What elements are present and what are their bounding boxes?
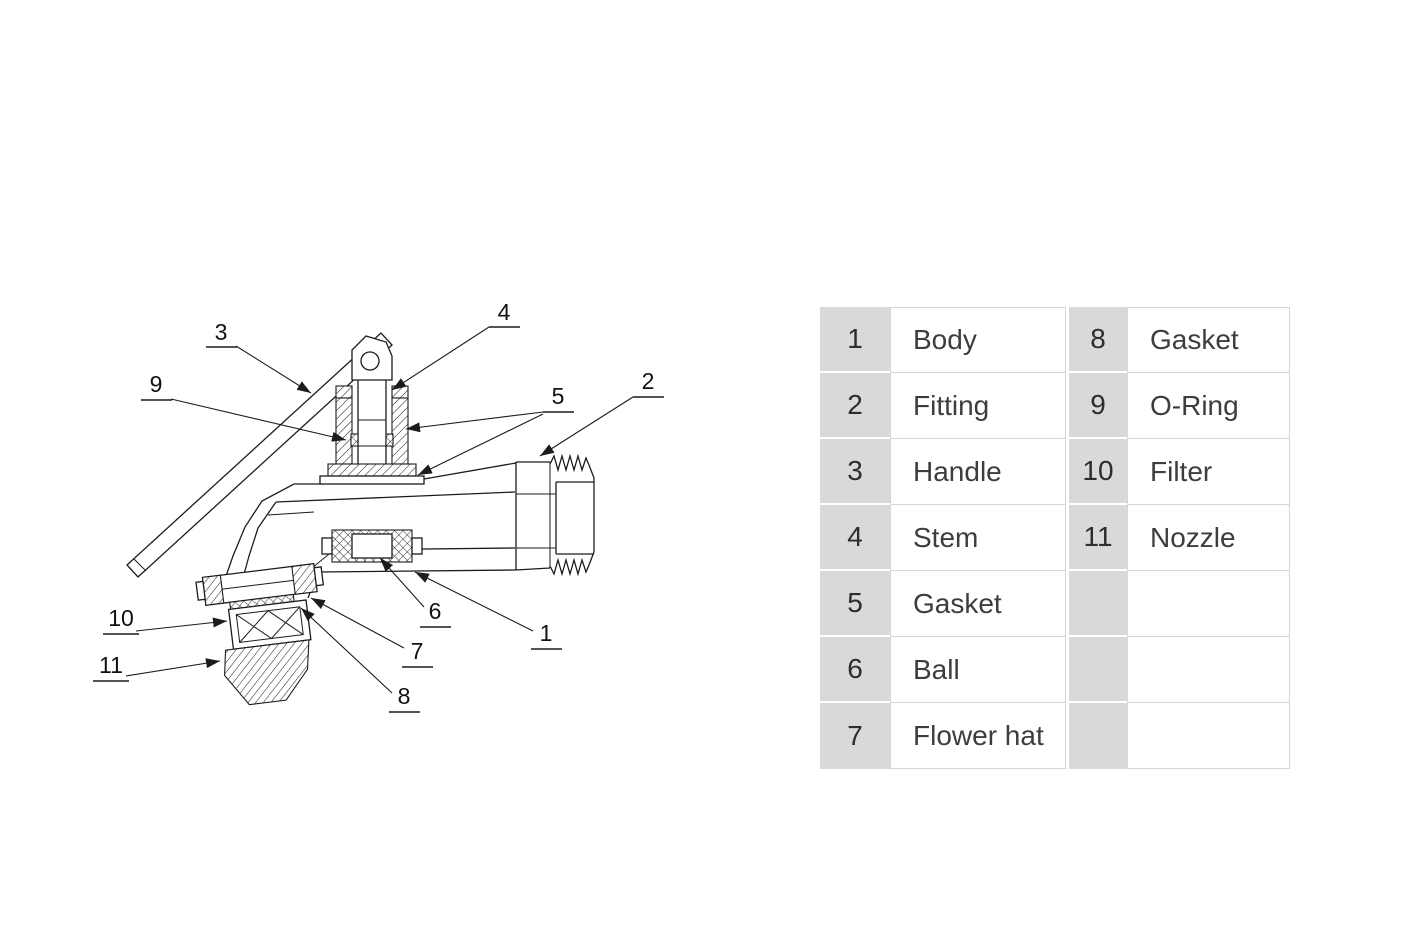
part-label-cell	[1127, 637, 1290, 703]
bonnet-seals-part	[319, 385, 425, 485]
table-row: 6 Ball	[820, 637, 1066, 703]
outlet-assembly	[195, 563, 325, 706]
table-row	[1069, 571, 1290, 637]
table-row	[1069, 703, 1290, 769]
table-row	[1069, 637, 1290, 703]
part-label-cell: O-Ring	[1127, 373, 1290, 439]
stem-part	[351, 335, 393, 467]
callout-6: 6	[429, 598, 442, 624]
parts-table-right: 8 Gasket 9 O-Ring 10 Filter 11 Nozzle	[1069, 307, 1290, 769]
table-row: 7 Flower hat	[820, 703, 1066, 769]
part-label-cell: Flower hat	[890, 703, 1066, 769]
part-number-cell: 7	[820, 703, 890, 769]
parts-table: 1 Body 2 Fitting 3 Handle 4 Stem 5 Gaske…	[820, 307, 1290, 769]
filter-mesh	[235, 606, 304, 643]
part-number-cell	[1069, 703, 1127, 769]
part-number-cell: 2	[820, 373, 890, 439]
part-number-cell: 11	[1069, 505, 1127, 571]
part-number-cell: 9	[1069, 373, 1127, 439]
part-number-cell: 5	[820, 571, 890, 637]
part-number-cell: 4	[820, 505, 890, 571]
part-label-cell	[1127, 571, 1290, 637]
callout-11: 11	[99, 652, 123, 678]
part-label-cell: Ball	[890, 637, 1066, 703]
part-label-cell: Filter	[1127, 439, 1290, 505]
part-number-cell: 3	[820, 439, 890, 505]
part-label-cell: Nozzle	[1127, 505, 1290, 571]
part-number-cell: 10	[1069, 439, 1127, 505]
callout-3: 3	[215, 319, 228, 345]
part-label-cell	[1127, 703, 1290, 769]
fitting-part	[515, 453, 595, 577]
callout-4: 4	[498, 299, 511, 325]
part-label-cell: Fitting	[890, 373, 1066, 439]
part-label-cell: Gasket	[890, 571, 1066, 637]
table-row: 1 Body	[820, 307, 1066, 373]
table-row: 5 Gasket	[820, 571, 1066, 637]
callout-8: 8	[398, 683, 411, 709]
table-row: 2 Fitting	[820, 373, 1066, 439]
part-number-cell: 8	[1069, 307, 1127, 373]
ball-part	[321, 529, 423, 563]
part-number-cell: 1	[820, 307, 890, 373]
part-number-cell	[1069, 637, 1127, 703]
callout-10: 10	[108, 605, 134, 631]
part-label-cell: Gasket	[1127, 307, 1290, 373]
table-row: 10 Filter	[1069, 439, 1290, 505]
o-ring-left	[350, 433, 359, 447]
o-ring-right	[385, 433, 394, 447]
part-number-cell: 6	[820, 637, 890, 703]
table-row: 11 Nozzle	[1069, 505, 1290, 571]
callout-7: 7	[411, 638, 424, 664]
part-label-cell: Handle	[890, 439, 1066, 505]
nozzle-part	[224, 639, 310, 706]
callout-9: 9	[150, 371, 163, 397]
callout-2: 2	[642, 368, 655, 394]
table-row: 4 Stem	[820, 505, 1066, 571]
parts-table-left: 1 Body 2 Fitting 3 Handle 4 Stem 5 Gaske…	[820, 307, 1066, 769]
table-row: 8 Gasket	[1069, 307, 1290, 373]
valve-cross-section-diagram: 3 9 4 5 2 10 11 6 1 7 8	[93, 299, 664, 713]
callout-5: 5	[552, 383, 565, 409]
table-row: 9 O-Ring	[1069, 373, 1290, 439]
part-label-cell: Stem	[890, 505, 1066, 571]
callout-labels: 3 9 4 5 2 10 11 6 1 7 8	[93, 299, 664, 713]
handle-part	[126, 332, 393, 578]
part-label-cell: Body	[890, 307, 1066, 373]
table-row: 3 Handle	[820, 439, 1066, 505]
callout-1: 1	[540, 620, 553, 646]
part-number-cell	[1069, 571, 1127, 637]
leader-lines	[125, 326, 634, 694]
